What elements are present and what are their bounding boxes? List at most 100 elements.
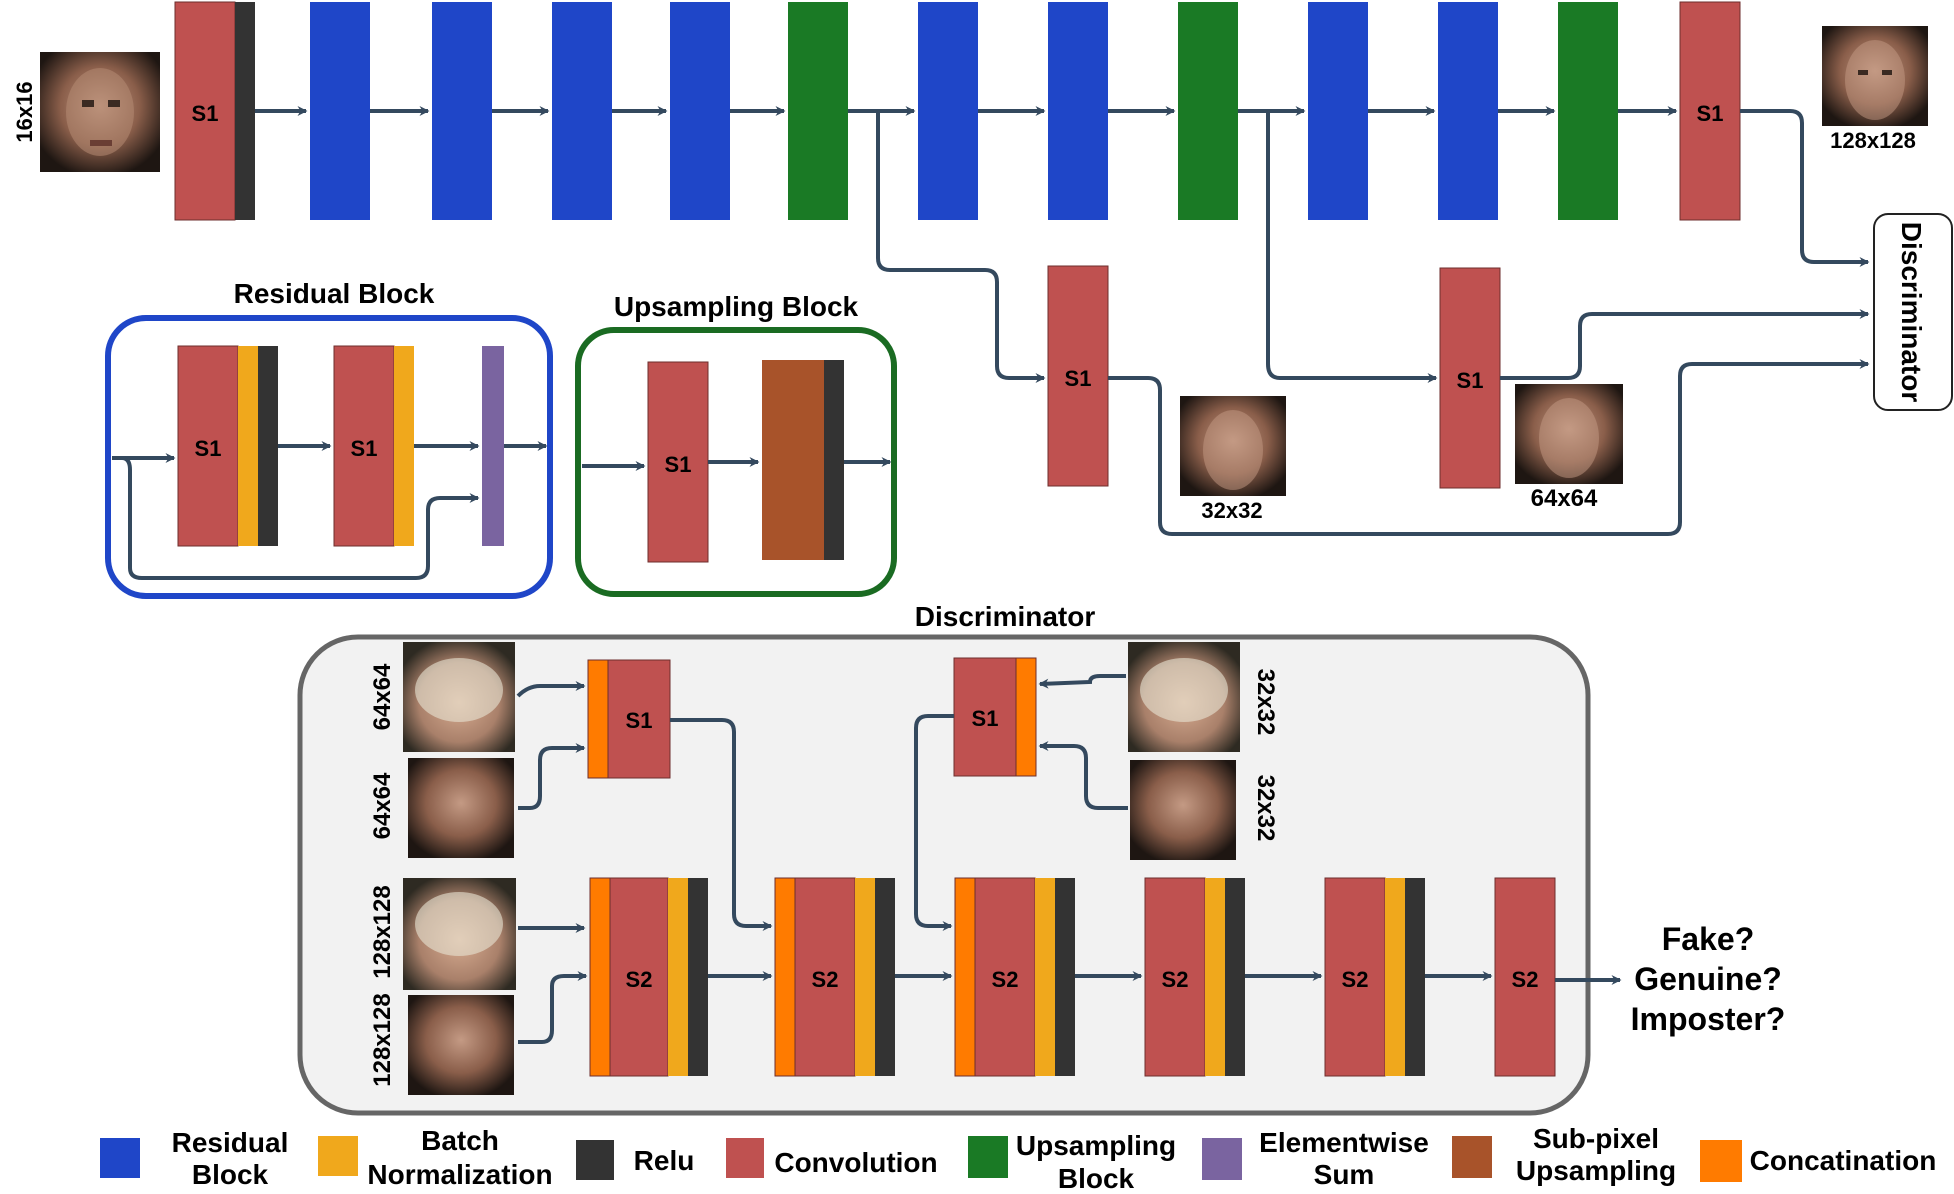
legend-label-upsampling-2: Block — [1058, 1163, 1135, 1194]
legend-label-residual-1: Residual — [172, 1127, 289, 1158]
legend: Residual Block Batch Normalization Relu … — [100, 1123, 1936, 1194]
output-genuine: Genuine? — [1634, 961, 1782, 997]
s1-label: S1 — [1697, 101, 1724, 126]
conv-block-s1-32x32: S1 — [1047, 265, 1109, 487]
concat-conv-s1-32: S1 — [953, 657, 1037, 777]
legend-label-convolution: Convolution — [774, 1147, 937, 1178]
size-32-label-1: 32x32 — [1252, 669, 1279, 736]
concat-conv-s2-2: S2 — [774, 877, 895, 1077]
discriminator-arrows — [516, 674, 1622, 1044]
output-imposter: Imposter? — [1631, 1001, 1786, 1037]
conv-s1: S1 — [647, 361, 709, 563]
legend-label-subpixel-1: Sub-pixel — [1533, 1123, 1659, 1154]
s1-label: S1 — [351, 436, 378, 461]
branch-arrows — [876, 111, 1870, 536]
upsampling-block-3 — [1558, 2, 1618, 220]
discriminator-detail: Discriminator 64x64 64x64 128x128 128x12… — [297, 601, 1786, 1116]
legend-label-bn-1: Batch — [421, 1125, 499, 1156]
residual-block-1 — [310, 2, 370, 220]
legend-label-upsampling-1: Upsampling — [1016, 1130, 1176, 1161]
legend-label-elementwise-1: Elementwise — [1259, 1127, 1429, 1158]
upsampling-block-2 — [1178, 2, 1238, 220]
s1-label: S1 — [626, 708, 653, 733]
s2-label: S2 — [1162, 967, 1189, 992]
conv-s2-5: S2 — [1324, 877, 1425, 1077]
s1-label: S1 — [972, 706, 999, 731]
s2-label: S2 — [992, 967, 1019, 992]
legend-swatch-elementwise-sum — [1202, 1138, 1242, 1180]
s2-label: S2 — [812, 967, 839, 992]
conv-s2-6: S2 — [1494, 877, 1556, 1077]
legend-label-residual-2: Block — [192, 1159, 269, 1190]
input-size-label: 16x16 — [12, 81, 37, 142]
legend-swatch-batch-normalization — [318, 1136, 358, 1176]
s2-label: S2 — [1342, 967, 1369, 992]
face-32x32-fake — [1130, 760, 1236, 860]
legend-label-relu: Relu — [634, 1145, 695, 1176]
conv-s2-4: S2 — [1144, 877, 1245, 1077]
output-fake: Fake? — [1662, 921, 1754, 957]
s1-label: S1 — [1065, 366, 1092, 391]
conv-block-s1-output: S1 — [1679, 1, 1741, 221]
upsampling-block-frame — [575, 327, 897, 597]
legend-swatch-upsampling-block — [968, 1136, 1008, 1178]
conv-block-s1-input: S1 — [174, 1, 255, 221]
upsampling-block-detail: Upsampling Block S1 — [575, 291, 897, 597]
main-chain-arrows — [255, 106, 1870, 267]
residual-block-5 — [918, 2, 978, 220]
size-64-label-1: 64x64 — [369, 663, 396, 730]
s1-label: S1 — [665, 452, 692, 477]
residual-block-frame — [105, 315, 553, 599]
generator: 16x16 128x128 S1 S1 — [12, 1, 1953, 536]
upsampling-block-1 — [788, 2, 848, 220]
residual-block-detail: Residual Block S1 S1 — [105, 278, 553, 599]
upsampling-block-title: Upsampling Block — [614, 291, 859, 322]
residual-block-3 — [552, 2, 612, 220]
output-size-label: 128x128 — [1830, 128, 1916, 153]
conv-block-s1-64x64: S1 — [1439, 267, 1501, 489]
size-128-label-2: 128x128 — [369, 993, 396, 1086]
concat-conv-s2-3: S2 — [954, 877, 1075, 1077]
residual-block-title: Residual Block — [234, 278, 435, 309]
face-32x32 — [1180, 396, 1286, 496]
branch-64-label: 64x64 — [1531, 485, 1598, 512]
elementwise-sum — [482, 346, 504, 546]
legend-swatch-relu — [576, 1140, 614, 1180]
concat-conv-s1-64: S1 — [587, 659, 671, 779]
conv-s1-bn-relu: S1 — [177, 345, 278, 547]
output-face-128x128 — [1822, 26, 1928, 126]
subpixel-relu — [762, 360, 844, 560]
legend-label-subpixel-2: Upsampling — [1516, 1155, 1676, 1186]
s1-label: S1 — [192, 101, 219, 126]
face-64x64 — [1515, 384, 1623, 484]
legend-label-elementwise-2: Sum — [1314, 1159, 1375, 1190]
legend-label-concatenation: Concatination — [1750, 1145, 1937, 1176]
legend-swatch-sub-pixel-upsampling — [1452, 1136, 1492, 1178]
residual-block-8 — [1438, 2, 1498, 220]
residual-block-2 — [432, 2, 492, 220]
size-64-label-2: 64x64 — [369, 772, 396, 839]
s1-label: S1 — [195, 436, 222, 461]
legend-label-bn-2: Normalization — [367, 1159, 552, 1190]
conv-s1-bn: S1 — [333, 345, 414, 547]
face-32x32-real — [1128, 642, 1240, 752]
discriminator-side-label: Discriminator — [1896, 222, 1927, 403]
residual-block-7 — [1308, 2, 1368, 220]
face-128x128-real — [403, 878, 516, 990]
s2-label: S2 — [1512, 967, 1539, 992]
residual-block-4 — [670, 2, 730, 220]
concat-conv-s2-1: S2 — [589, 877, 708, 1077]
discriminator-box — [1873, 213, 1953, 411]
branch-32-label: 32x32 — [1201, 498, 1262, 523]
size-32-label-2: 32x32 — [1252, 775, 1279, 842]
face-64x64-fake — [408, 758, 514, 858]
s2-label: S2 — [626, 967, 653, 992]
size-128-label-1: 128x128 — [369, 885, 396, 978]
legend-swatch-residual-block — [100, 1138, 140, 1178]
residual-arrows — [112, 441, 548, 580]
s1-label: S1 — [1457, 368, 1484, 393]
legend-swatch-concatenation — [1700, 1140, 1742, 1182]
face-64x64-real — [403, 642, 515, 752]
upsampling-arrows — [582, 457, 892, 471]
